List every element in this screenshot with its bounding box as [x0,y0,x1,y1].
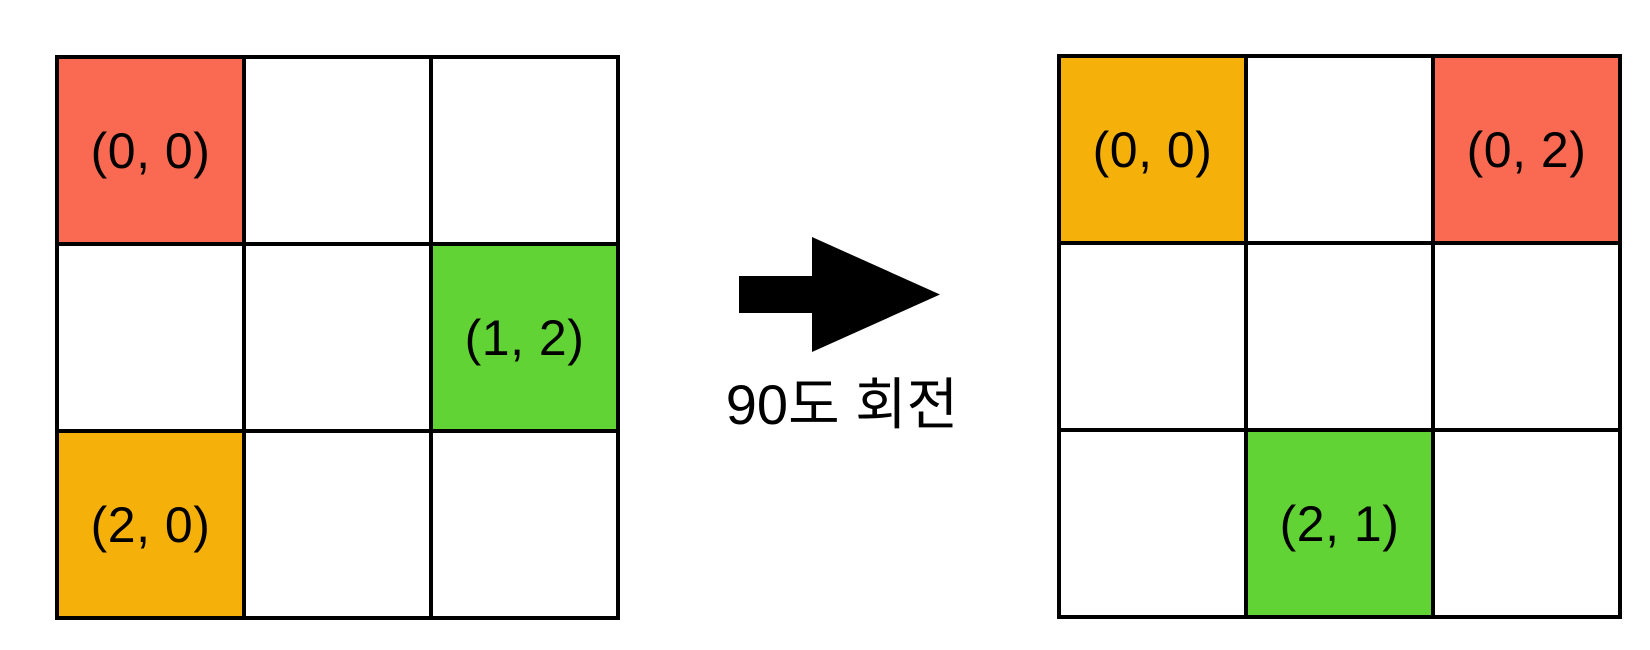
right-arrow-icon [739,237,940,352]
right-arrow-shape [739,237,940,352]
rotation-label: 90도 회전 [725,373,959,436]
grid-cell-right-r0c1 [1248,58,1435,245]
result-grid: (0, 0) (0, 2)(2, 1) [1057,54,1622,619]
grid-cell-left-r1c1 [246,246,433,433]
grid-cell-left-r0c0: (0, 0) [59,59,246,246]
grid-cell-right-r2c0 [1061,432,1248,619]
grid-cell-left-r0c1 [246,59,433,246]
grid-cell-right-r0c2: (0, 2) [1435,58,1622,245]
grid-cell-right-r2c2 [1435,432,1622,619]
grid-cell-left-r2c2 [433,433,620,620]
grid-cell-right-r2c1: (2, 1) [1248,432,1435,619]
grid-cell-left-r2c1 [246,433,433,620]
grid-cell-right-r1c0 [1061,245,1248,432]
grid-cell-left-r1c2: (1, 2) [433,246,620,433]
source-grid: (0, 0) (1, 2) (2, 0) [55,55,620,620]
grid-cell-right-r1c2 [1435,245,1622,432]
grid-cell-left-r1c0 [59,246,246,433]
grid-cell-right-r1c1 [1248,245,1435,432]
grid-cell-left-r2c0: (2, 0) [59,433,246,620]
grid-cell-right-r0c0: (0, 0) [1061,58,1248,245]
grid-cell-left-r0c2 [433,59,620,246]
